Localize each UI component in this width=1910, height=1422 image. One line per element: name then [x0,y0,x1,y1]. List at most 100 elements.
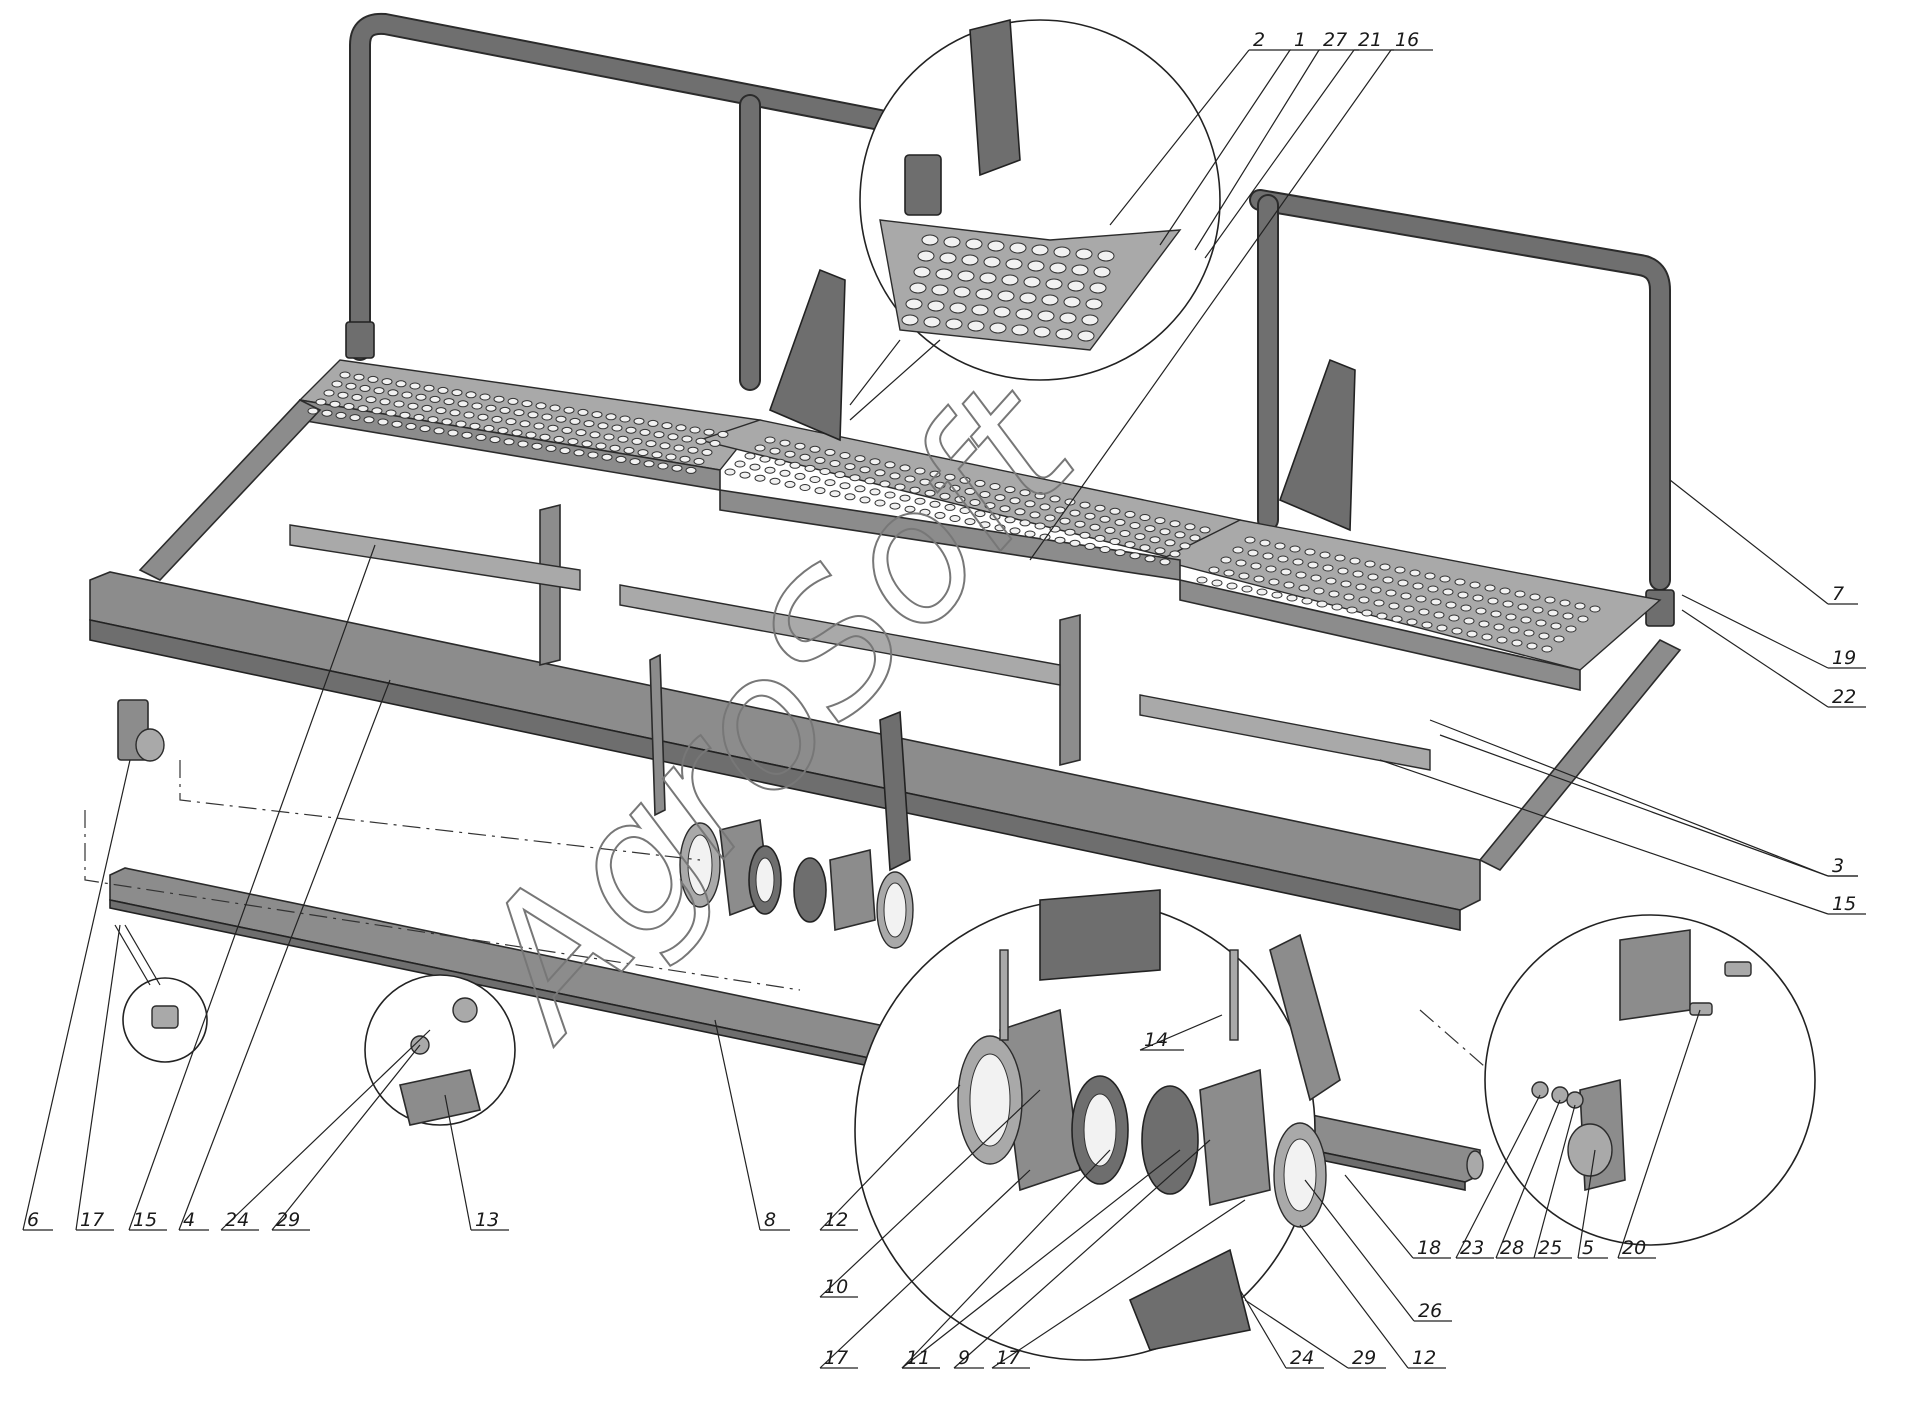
deck-hole [447,429,459,437]
detail-hole [901,314,919,326]
deck-hole [1463,617,1475,625]
deck-hole [884,461,896,469]
deck-hole [744,452,756,460]
detail-hole [1075,248,1093,260]
leader-line [1239,1289,1324,1369]
deck-hole [1526,642,1538,650]
deck-hole [1376,612,1388,620]
deck-hole [441,418,453,426]
deck-hole [969,499,981,506]
deck-hole [709,439,721,447]
deck-hole [1520,616,1532,624]
deck-hole [1319,551,1331,559]
deck-hole [989,483,1001,490]
leader-line [1204,49,1394,259]
deck-hole [869,458,881,466]
callout-c17c: 17 [996,1347,1020,1369]
deck-hole [1265,565,1277,573]
deck-hole [1024,500,1036,508]
leader-line [1577,1149,1608,1259]
deck-hole [1451,627,1463,635]
deck-hole [1114,549,1126,557]
deck-hole [829,490,841,498]
deck-hole [329,400,341,408]
deck-hole [665,453,677,461]
deck-hole [874,499,886,507]
detail-hole [1071,264,1089,276]
deck-hole [899,464,911,472]
deck-hole [1169,520,1181,528]
deck-hole [1104,526,1116,534]
deck-hole [1343,593,1355,601]
deck-hole [1159,558,1171,566]
deck-hole [451,389,463,397]
deck-hole [1079,531,1091,539]
deck-hole [661,422,673,430]
deck-hole [1256,588,1268,596]
detail-hub [1484,914,1816,1246]
centerline-2 [179,760,701,861]
deck-hole [1478,620,1490,628]
deck-hole [1472,594,1484,602]
deck-hole [1406,618,1418,626]
deck-hole [894,483,906,491]
callout-c23: 23 [1460,1237,1484,1259]
leader-line [953,1139,1211,1369]
deck-hole [367,375,379,383]
detail-hole [1077,330,1095,342]
deck-hole [889,502,901,510]
deck-hole [1391,615,1403,623]
deck-hole [1084,512,1096,520]
deck-hole [717,430,729,438]
deck-hole [615,455,627,463]
deck-hole [844,493,856,501]
deck-hole [581,440,593,448]
deck-hole [637,449,649,457]
deck-hole [623,446,635,454]
deck-hole [587,451,599,459]
detail-hole [905,298,923,310]
deck-hole [407,402,419,410]
deck-hole [1124,510,1136,518]
deck-hole [485,404,497,412]
detail-hole [1059,312,1077,324]
callout-c3: 3 [1832,855,1844,877]
deck-hole [1179,542,1191,550]
deck-hole [527,411,539,419]
deck-hole [463,411,475,419]
deck-hole [1541,645,1553,653]
deck-hole [904,505,916,513]
deck-hole [844,463,856,471]
deck-hole [535,402,547,410]
leader-line [1109,49,1291,226]
deck-hole [764,466,776,474]
deck-hole [779,469,791,477]
leader-line [819,1084,961,1231]
callout-c4: 4 [183,1209,195,1231]
deck-hole [1226,582,1238,590]
deck-hole [687,446,699,454]
deck-hole [435,407,447,415]
deck-hole [381,378,393,386]
deck-hole [1547,609,1559,617]
detail-hole [967,320,985,332]
deck-hole [343,402,355,410]
deck-hole [1529,593,1541,601]
deck-hole [1247,549,1259,557]
deck-hole [749,463,761,471]
deck-hole [1235,559,1247,567]
deck-hole [393,400,405,408]
deck-hole [1403,605,1415,613]
deck-hole [1493,623,1505,631]
callout-c18: 18 [1417,1237,1441,1259]
deck-hole [1430,598,1442,606]
deck-hole [1084,542,1096,550]
deck-hole [1079,501,1091,509]
deck-hole [549,404,561,412]
deck-hole [1550,622,1562,630]
deck-hole [647,419,659,427]
deck-hole [395,380,407,388]
deck-hole [499,406,511,414]
deck-hole [503,438,515,446]
deck-hole [1019,519,1031,527]
